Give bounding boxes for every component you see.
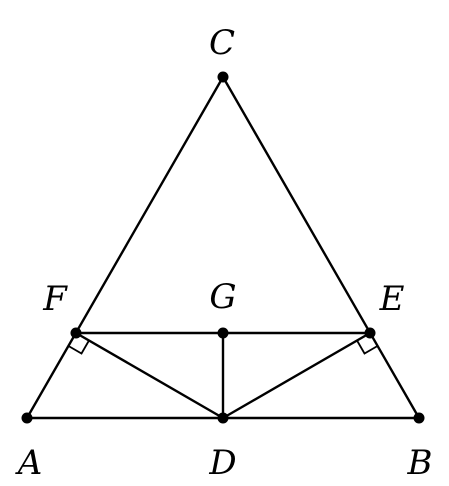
right-angle-marker-F	[68, 340, 90, 355]
segment-CA	[25, 75, 225, 420]
point-D	[217, 412, 229, 424]
segment-BC	[221, 75, 421, 420]
point-label-E: E	[379, 279, 405, 319]
segment-ED	[221, 331, 372, 420]
segments-layer	[25, 75, 421, 420]
point-label-A: A	[15, 443, 43, 483]
point-A	[21, 412, 33, 424]
point-B	[413, 412, 425, 424]
point-label-G: G	[209, 277, 236, 317]
point-E	[364, 327, 376, 339]
point-label-F: F	[42, 279, 68, 319]
labels-layer: C F G E A D B	[15, 23, 433, 483]
right-angle-markers-layer	[68, 340, 378, 355]
point-label-B: B	[407, 443, 433, 483]
right-angle-marker-E	[356, 340, 378, 355]
segment-FD	[74, 331, 225, 420]
point-label-D: D	[208, 443, 236, 483]
points-layer	[21, 71, 425, 424]
point-C	[217, 71, 229, 83]
point-F	[70, 327, 82, 339]
point-G	[217, 327, 229, 339]
point-label-C: C	[209, 23, 235, 63]
